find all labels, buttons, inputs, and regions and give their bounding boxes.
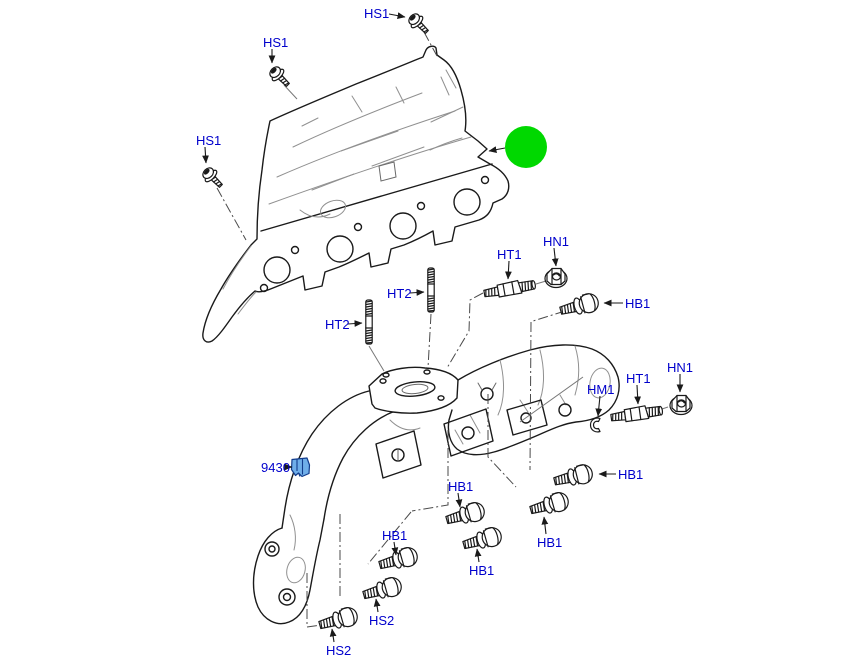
heat-shield-drawing[interactable] bbox=[202, 45, 510, 343]
leader-hs1-top bbox=[388, 12, 406, 19]
hb1-bolt-d-drawing[interactable] bbox=[376, 544, 421, 575]
leader-hb1-center-top bbox=[455, 492, 463, 508]
exhaust-manifold-drawing[interactable] bbox=[252, 344, 620, 625]
part-label-hs1-top[interactable]: HS1 bbox=[364, 6, 390, 21]
leader-hb1-mid-right bbox=[541, 516, 549, 535]
part-label-hs2-lower[interactable]: HS2 bbox=[326, 643, 352, 656]
hm1-spacer-drawing[interactable] bbox=[589, 417, 601, 433]
part-label-ht2-left[interactable]: HT2 bbox=[325, 317, 350, 332]
hs2-bolt-a-drawing[interactable] bbox=[360, 574, 405, 605]
hs1-screw-left-drawing[interactable] bbox=[199, 164, 227, 192]
leader-hs1-left bbox=[202, 146, 209, 164]
part-label-hm1[interactable]: HM1 bbox=[587, 382, 615, 397]
hs1-screw-top-drawing[interactable] bbox=[405, 10, 433, 38]
hs2-bolt-b-drawing[interactable] bbox=[316, 604, 361, 635]
part-label-ht2-right[interactable]: HT2 bbox=[387, 286, 412, 301]
leader-ht2-right bbox=[409, 289, 425, 296]
leader-hs2-lower bbox=[329, 628, 337, 643]
hb1-bolt-e-drawing[interactable] bbox=[460, 524, 505, 555]
leader-hm1 bbox=[595, 395, 603, 417]
part-label-hb1-right[interactable]: HB1 bbox=[618, 467, 644, 482]
green-callout[interactable] bbox=[505, 126, 547, 168]
green-callout-leader bbox=[488, 146, 506, 153]
part-label-part-9430[interactable]: 9430 bbox=[261, 460, 290, 475]
part-9430-clip-drawing[interactable] bbox=[290, 457, 311, 478]
leader-ht1-upper bbox=[505, 260, 512, 280]
part-label-hn1-lower[interactable]: HN1 bbox=[667, 360, 694, 375]
hn1-nut-upper-drawing[interactable] bbox=[544, 267, 568, 289]
part-label-ht1-lower[interactable]: HT1 bbox=[626, 371, 651, 386]
part-label-hb1-left[interactable]: HB1 bbox=[382, 528, 408, 543]
ht1-stud-upper-drawing[interactable] bbox=[482, 277, 537, 301]
leader-layer bbox=[202, 12, 684, 643]
hb1-bolt-b-drawing[interactable] bbox=[551, 462, 595, 492]
leader-ht2-left bbox=[347, 320, 363, 327]
part-label-hs2-upper[interactable]: HS2 bbox=[369, 613, 395, 628]
hs1-screw-mid-drawing[interactable] bbox=[266, 63, 294, 91]
part-label-ht1-upper[interactable]: HT1 bbox=[497, 247, 522, 262]
ht1-stud-lower-drawing[interactable] bbox=[609, 402, 664, 425]
part-label-hb1-center-bottom[interactable]: HB1 bbox=[469, 563, 495, 578]
leader-ht1-lower bbox=[634, 384, 642, 405]
part-label-hb1-mid-right[interactable]: HB1 bbox=[537, 535, 563, 550]
leader-hb1-left bbox=[391, 541, 399, 556]
part-label-hb1-center-top[interactable]: HB1 bbox=[448, 479, 474, 494]
hb1-bolt-f-drawing[interactable] bbox=[527, 489, 572, 520]
ht2-stud-right-drawing[interactable] bbox=[427, 267, 435, 313]
hn1-nut-lower-drawing[interactable] bbox=[669, 394, 693, 416]
phantom-lines bbox=[216, 31, 566, 628]
leader-hn1-upper bbox=[551, 247, 559, 267]
ht2-stud-left-drawing[interactable] bbox=[365, 299, 373, 345]
part-label-hs1-mid[interactable]: HS1 bbox=[263, 35, 289, 50]
part-label-hn1-upper[interactable]: HN1 bbox=[543, 234, 570, 249]
leader-hb1-center-bottom bbox=[474, 548, 482, 563]
hb1-bolt-a-drawing[interactable] bbox=[557, 290, 601, 321]
part-label-hs1-left[interactable]: HS1 bbox=[196, 133, 222, 148]
leader-hs2-upper bbox=[373, 598, 381, 613]
hb1-bolt-c-drawing[interactable] bbox=[443, 499, 488, 530]
part-label-hb1-upper[interactable]: HB1 bbox=[625, 296, 651, 311]
